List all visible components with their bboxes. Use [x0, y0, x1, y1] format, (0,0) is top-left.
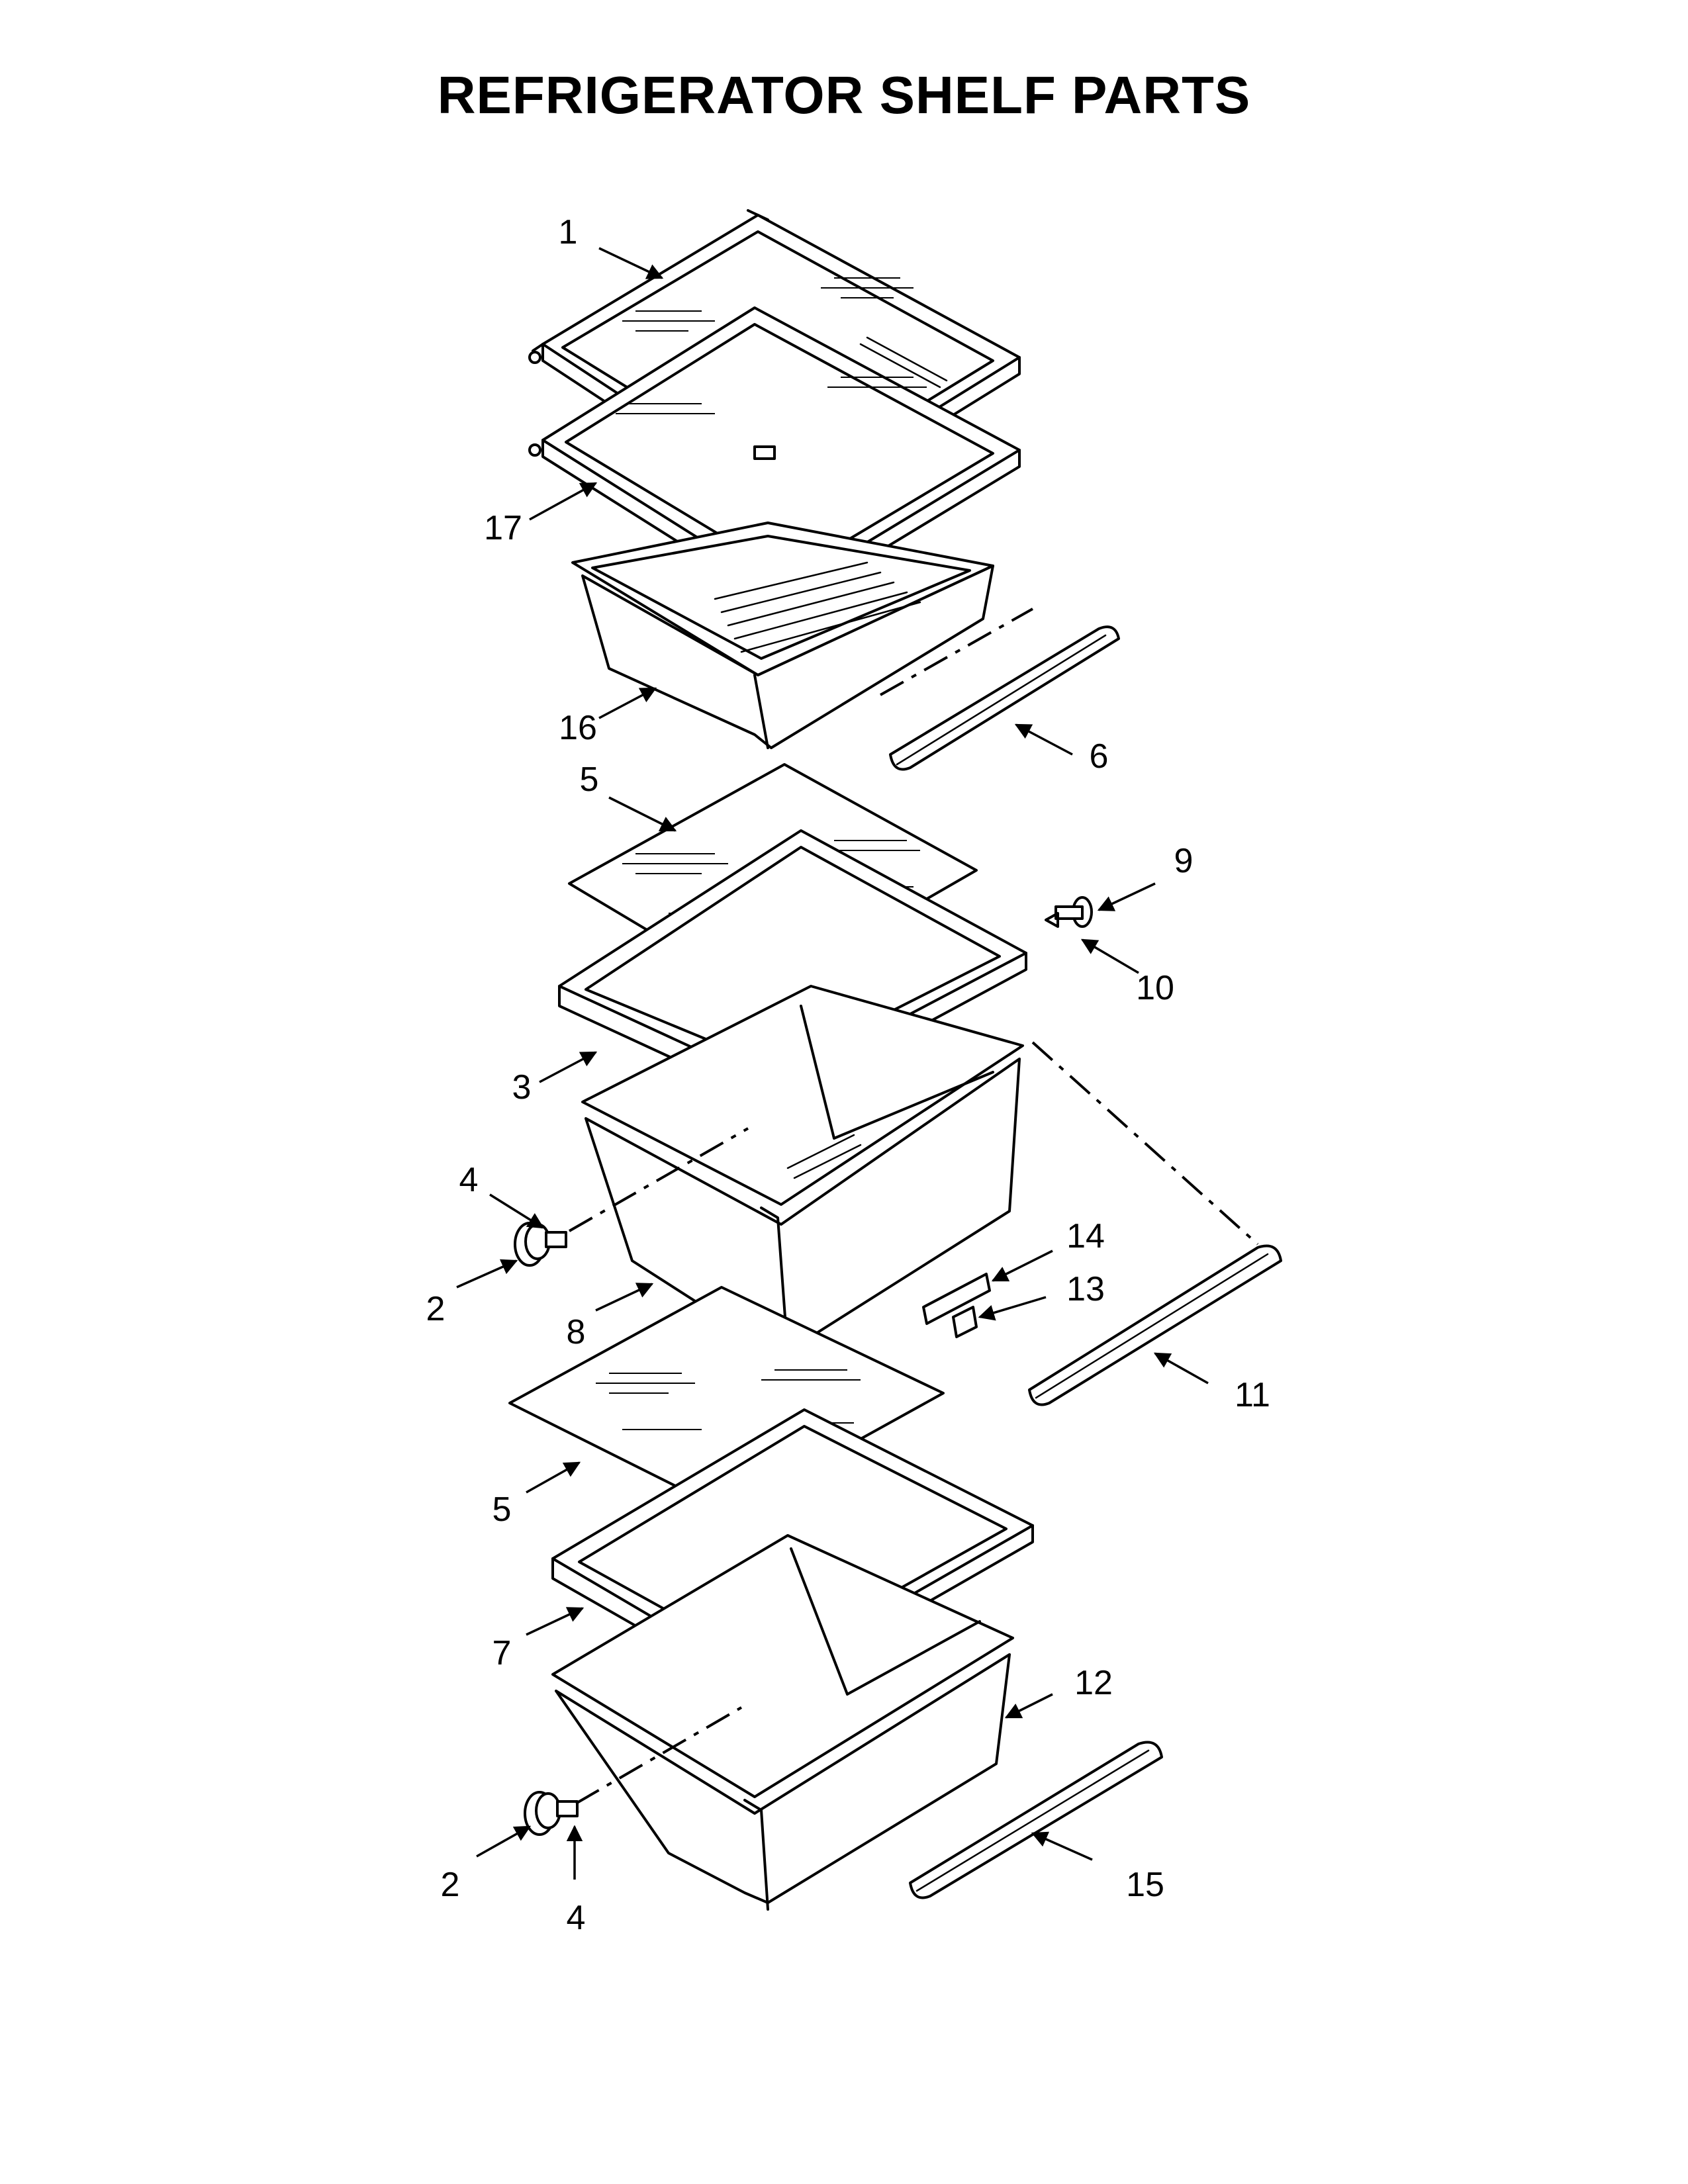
callout-4-upper: 4	[459, 1161, 479, 1199]
callout-2-lower: 2	[441, 1866, 460, 1904]
part-2-4-roller-upper	[514, 1222, 567, 1267]
callout-10: 10	[1136, 969, 1174, 1007]
callout-1: 1	[559, 213, 578, 251]
part-12-lower-crisper-drawer	[551, 1534, 1014, 1911]
callout-7: 7	[492, 1634, 512, 1672]
callout-15: 15	[1126, 1866, 1164, 1904]
part-6-trim	[889, 625, 1120, 771]
callout-labels: 1 17 16 6 5 9 10 3 4 14 13 2 8 11 5 7 12…	[426, 213, 1270, 1937]
callout-12: 12	[1074, 1664, 1113, 1702]
assembly-lines	[569, 608, 1259, 1805]
part-14-13-clip	[922, 1273, 991, 1338]
callout-4-lower: 4	[567, 1899, 586, 1937]
diagram-title: REFRIGERATOR SHELF PARTS	[437, 66, 1251, 124]
part-8-crisper-drawer	[581, 985, 1024, 1355]
callout-16: 16	[559, 709, 597, 747]
callout-14: 14	[1066, 1217, 1105, 1255]
callout-13: 13	[1066, 1270, 1105, 1308]
part-5-glass-shelf-lower	[508, 1286, 945, 1514]
callout-5-lower: 5	[492, 1490, 512, 1529]
callout-11: 11	[1235, 1376, 1270, 1414]
callout-5-upper: 5	[580, 760, 599, 799]
part-2-4-roller-lower	[524, 1791, 579, 1836]
callout-6: 6	[1090, 737, 1109, 776]
part-11-trim	[1028, 1244, 1282, 1406]
leader-lines	[456, 247, 1209, 1880]
callout-3: 3	[512, 1068, 532, 1107]
part-9-10-screw	[1045, 896, 1093, 928]
callout-2-upper: 2	[426, 1290, 445, 1328]
callout-8: 8	[567, 1313, 586, 1351]
callout-17: 17	[484, 509, 522, 547]
part-15-trim	[909, 1741, 1163, 1899]
callout-9: 9	[1174, 842, 1194, 880]
part-16-crisper-pan	[571, 522, 994, 749]
